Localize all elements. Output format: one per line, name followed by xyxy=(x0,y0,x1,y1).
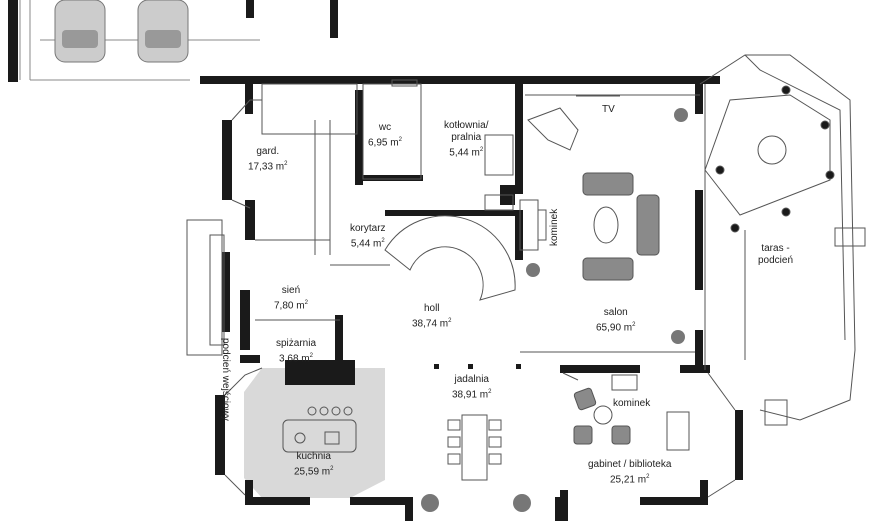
room-area: 5,44 m2 xyxy=(449,147,484,159)
room-name: salon xyxy=(603,307,628,318)
room-label-sien: sień 7,80 m2 xyxy=(274,285,308,312)
room-name-line2: pralnia xyxy=(451,132,482,143)
room-label-korytarz: korytarz 5,44 m2 xyxy=(350,223,386,250)
fireplace-gabinet xyxy=(611,374,638,391)
room-area: 6,95 m2 xyxy=(368,137,402,149)
room-label-gard: gard. 17,33 m2 xyxy=(248,146,287,173)
room-area: 65,90 m2 xyxy=(596,322,636,334)
walls xyxy=(8,0,743,521)
room-area: 25,59 m2 xyxy=(294,466,334,478)
room-name: gard. xyxy=(256,146,280,157)
fireplace-salon xyxy=(519,199,547,251)
room-name: gabinet / biblioteka xyxy=(588,459,672,470)
desk xyxy=(666,411,690,451)
room-label-gabinet: gabinet / biblioteka 25,21 m2 xyxy=(588,459,671,486)
sofa-set xyxy=(582,172,660,281)
room-name: kuchnia xyxy=(296,451,331,462)
car-icon xyxy=(137,0,189,63)
room-label-kuchnia: kuchnia 25,59 m2 xyxy=(294,451,333,478)
piano-icon xyxy=(527,95,620,151)
room-name: jadalnia xyxy=(454,374,489,385)
room-name: kotłownia/ xyxy=(444,120,489,131)
terrace-table xyxy=(715,85,835,233)
room-area: 7,80 m2 xyxy=(274,300,308,312)
room-label-wc: wc 6,95 m2 xyxy=(368,122,402,149)
room-name: wc xyxy=(378,122,392,133)
tv-label: TV xyxy=(602,104,615,115)
fireplace-label-gabinet: kominek xyxy=(613,398,651,409)
room-label-spizarnia: spiżarnia 3,68 m2 xyxy=(276,338,316,365)
kitchen-floor xyxy=(244,368,385,498)
room-name: korytarz xyxy=(350,223,386,234)
room-area: 25,21 m2 xyxy=(609,474,650,486)
room-label-kotlownia: kotłownia/ pralnia 5,44 m2 xyxy=(444,120,488,159)
room-label-taras: taras - podcień xyxy=(758,243,793,267)
entrance-porch-label: podcień wejściowy xyxy=(220,338,231,421)
room-area: 38,74 m2 xyxy=(412,318,452,330)
room-name-line2: podcień xyxy=(758,255,794,266)
room-label-jadalnia: jadalnia 38,91 m2 xyxy=(452,374,491,401)
room-name: taras - xyxy=(761,243,790,254)
dining-table xyxy=(447,414,502,481)
fireplace-label-salon: kominek xyxy=(549,208,560,246)
kitchen-island xyxy=(282,406,357,453)
room-area: 3,68 m2 xyxy=(279,353,313,365)
room-name: sień xyxy=(281,285,301,296)
room-label-salon: salon 65,90 m2 xyxy=(596,307,635,334)
plant-icon xyxy=(421,108,688,512)
interior-lines xyxy=(186,54,866,498)
columns xyxy=(434,364,521,369)
room-label-holl: holl 38,74 m2 xyxy=(412,303,451,330)
room-name: spiżarnia xyxy=(276,338,317,349)
room-area: 5,44 m2 xyxy=(350,238,385,250)
car-icon xyxy=(54,0,106,63)
room-area: 38,91 m2 xyxy=(452,389,492,401)
room-area: 17,33 m2 xyxy=(248,161,288,173)
room-name: holl xyxy=(423,303,440,314)
armchairs xyxy=(573,387,631,445)
